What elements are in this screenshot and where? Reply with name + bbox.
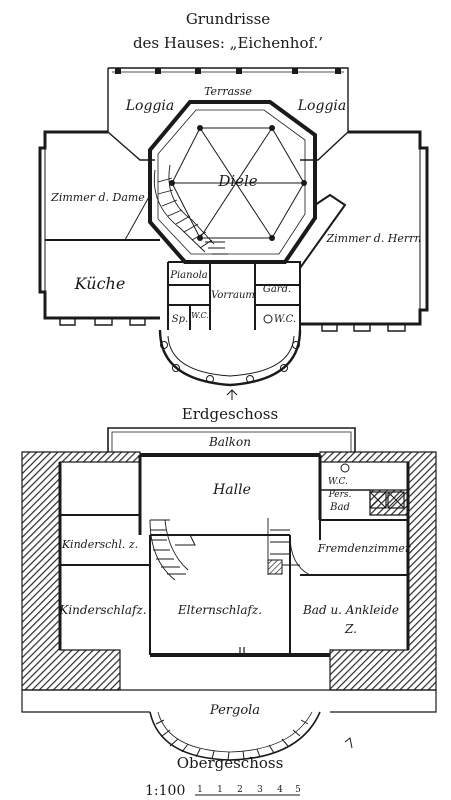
room-label-lady-room: Zimmer d. Dame [50, 191, 145, 204]
scale-tick-4: 4 [277, 785, 283, 795]
scale-label: 1:100 [145, 783, 185, 799]
room-label-pergola: Pergola [209, 703, 260, 718]
ground-floor-labels: Terrasse Loggia Loggia Diele Zimmer d. D… [50, 85, 421, 325]
scale-bar: 1:100 1 1 2 3 4 5 [145, 783, 301, 799]
upper-floor-caption: Obergeschoss [177, 754, 284, 772]
scale-tick-1: 1 [217, 785, 223, 795]
room-label-staff: Pers. [328, 490, 352, 500]
upper-floor-plan [21, 427, 437, 761]
room-label-upper-hall: Halle [212, 482, 251, 498]
room-label-pantry: Sp. [172, 314, 188, 325]
ground-floor-caption: Erdgeschoss [182, 405, 278, 423]
room-label-wardrobe: Gard. [263, 284, 291, 295]
room-label-bath-dressing-z: Z. [344, 622, 357, 636]
room-label-vestibule: Vorraum [211, 290, 255, 301]
room-label-bath-dressing: Bad u. Ankleide [302, 603, 399, 617]
room-label-loggia-left: Loggia [125, 98, 174, 114]
title-line-1: Grundrisse [186, 10, 270, 28]
upper-stair-right [267, 518, 311, 576]
room-label-wc-1: W.C. [191, 311, 209, 320]
scale-tick-5: 5 [295, 785, 301, 795]
room-label-pianola: Pianola [169, 270, 208, 281]
scale-tick-2: 2 [237, 785, 243, 795]
room-label-staff-wc: W.C. [328, 477, 348, 487]
ground-stair [153, 164, 228, 255]
room-label-wc-2: W.C. [274, 314, 296, 325]
scale-tick-3: 3 [257, 785, 263, 795]
room-label-loggia-right: Loggia [297, 98, 346, 114]
scale-tick-0: 1 [197, 785, 203, 795]
room-label-nursery-small: Kinderschl. z. [61, 538, 138, 551]
room-label-staff-bath: Bad [329, 502, 350, 513]
room-label-nursery: Kinderschlafz. [58, 603, 146, 617]
room-label-balcony: Balkon [208, 435, 251, 449]
upper-floor-labels: Balkon Halle W.C. Pers. Bad Kinderschl. … [58, 435, 411, 718]
room-label-gent-room: Zimmer d. Herrn [325, 232, 421, 245]
room-label-parents: Elternschlafz. [177, 603, 262, 617]
room-label-hall: Diele [217, 172, 257, 190]
title-line-2: des Hauses: „Eichenhof.’ [133, 34, 323, 52]
room-label-kitchen: Küche [74, 274, 126, 293]
room-label-guest: Fremdenzimmer [317, 542, 411, 555]
ground-floor-plan [38, 67, 429, 400]
room-label-terrace: Terrasse [204, 85, 252, 98]
upper-stair-left [149, 519, 189, 581]
